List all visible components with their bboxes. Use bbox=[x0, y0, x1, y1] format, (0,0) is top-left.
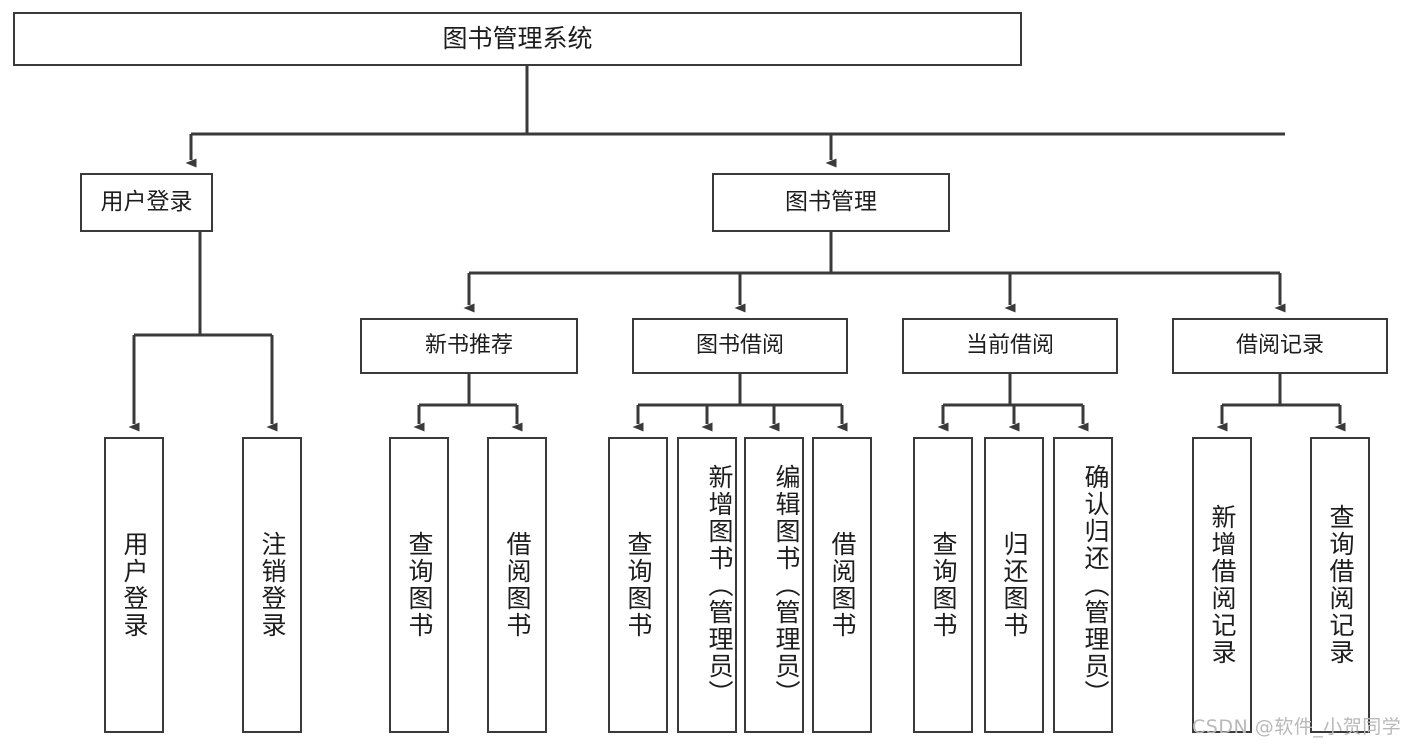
node-leaf-query-books-recommend[interactable]: 查询图书 bbox=[389, 437, 449, 733]
watermark-text: CSDN @软件_小贺同学 bbox=[1192, 716, 1402, 738]
node-current-borrow[interactable]: 当前借阅 bbox=[902, 318, 1118, 374]
node-leaf-query-borrow-record[interactable]: 查询借阅记录 bbox=[1310, 437, 1370, 733]
node-new-book-recommend-label: 新书推荐 bbox=[424, 332, 513, 358]
node-leaf-borrow-books-recommend[interactable]: 借阅图书 bbox=[487, 437, 547, 733]
node-new-book-recommend[interactable]: 新书推荐 bbox=[360, 318, 578, 374]
node-leaf-user-login-label: 用户登录 bbox=[120, 531, 149, 639]
node-user-login[interactable]: 用户登录 bbox=[80, 173, 213, 232]
node-leaf-return-books[interactable]: 归还图书 bbox=[984, 437, 1044, 733]
node-leaf-query-borrow-record-label: 查询借阅记录 bbox=[1326, 504, 1355, 666]
node-book-borrow[interactable]: 图书借阅 bbox=[632, 318, 848, 374]
node-leaf-query-books-current-label: 查询图书 bbox=[929, 531, 958, 639]
node-leaf-query-books-borrow-label: 查询图书 bbox=[624, 531, 653, 639]
node-book-borrow-label: 图书借阅 bbox=[695, 332, 784, 358]
node-leaf-add-borrow-record[interactable]: 新增借阅记录 bbox=[1192, 437, 1252, 733]
node-root[interactable]: 图书管理系统 bbox=[13, 12, 1022, 66]
node-leaf-confirm-return-admin-label: 确认归还（管理员） bbox=[1081, 463, 1110, 707]
node-root-label: 图书管理系统 bbox=[442, 24, 593, 53]
node-user-login-label: 用户登录 bbox=[100, 188, 193, 215]
watermark: CSDN @软件_小贺同学 bbox=[1192, 712, 1401, 739]
node-leaf-query-books-borrow[interactable]: 查询图书 bbox=[608, 437, 668, 733]
node-current-borrow-label: 当前借阅 bbox=[965, 332, 1054, 358]
node-leaf-borrow-books-recommend-label: 借阅图书 bbox=[503, 531, 532, 639]
node-leaf-add-book-admin[interactable]: 新增图书（管理员） bbox=[677, 437, 737, 733]
node-leaf-logout-login-label: 注销登录 bbox=[258, 531, 287, 639]
node-leaf-edit-book-admin[interactable]: 编辑图书（管理员） bbox=[744, 437, 804, 733]
node-leaf-query-books-current[interactable]: 查询图书 bbox=[913, 437, 973, 733]
node-leaf-borrow-books-label: 借阅图书 bbox=[828, 531, 857, 639]
node-book-management-label: 图书管理 bbox=[785, 188, 877, 215]
node-book-management[interactable]: 图书管理 bbox=[712, 173, 950, 232]
node-leaf-logout-login[interactable]: 注销登录 bbox=[242, 437, 302, 733]
node-leaf-add-borrow-record-label: 新增借阅记录 bbox=[1208, 504, 1237, 666]
node-leaf-confirm-return-admin[interactable]: 确认归还（管理员） bbox=[1053, 437, 1113, 733]
node-leaf-borrow-books[interactable]: 借阅图书 bbox=[812, 437, 872, 733]
node-leaf-query-books-recommend-label: 查询图书 bbox=[405, 531, 434, 639]
node-leaf-edit-book-admin-label: 编辑图书（管理员） bbox=[772, 463, 801, 707]
node-leaf-add-book-admin-label: 新增图书（管理员） bbox=[705, 463, 734, 707]
node-borrow-record-label: 借阅记录 bbox=[1235, 332, 1324, 358]
node-borrow-record[interactable]: 借阅记录 bbox=[1172, 318, 1388, 374]
node-leaf-user-login[interactable]: 用户登录 bbox=[104, 437, 164, 733]
node-leaf-return-books-label: 归还图书 bbox=[1000, 531, 1029, 639]
